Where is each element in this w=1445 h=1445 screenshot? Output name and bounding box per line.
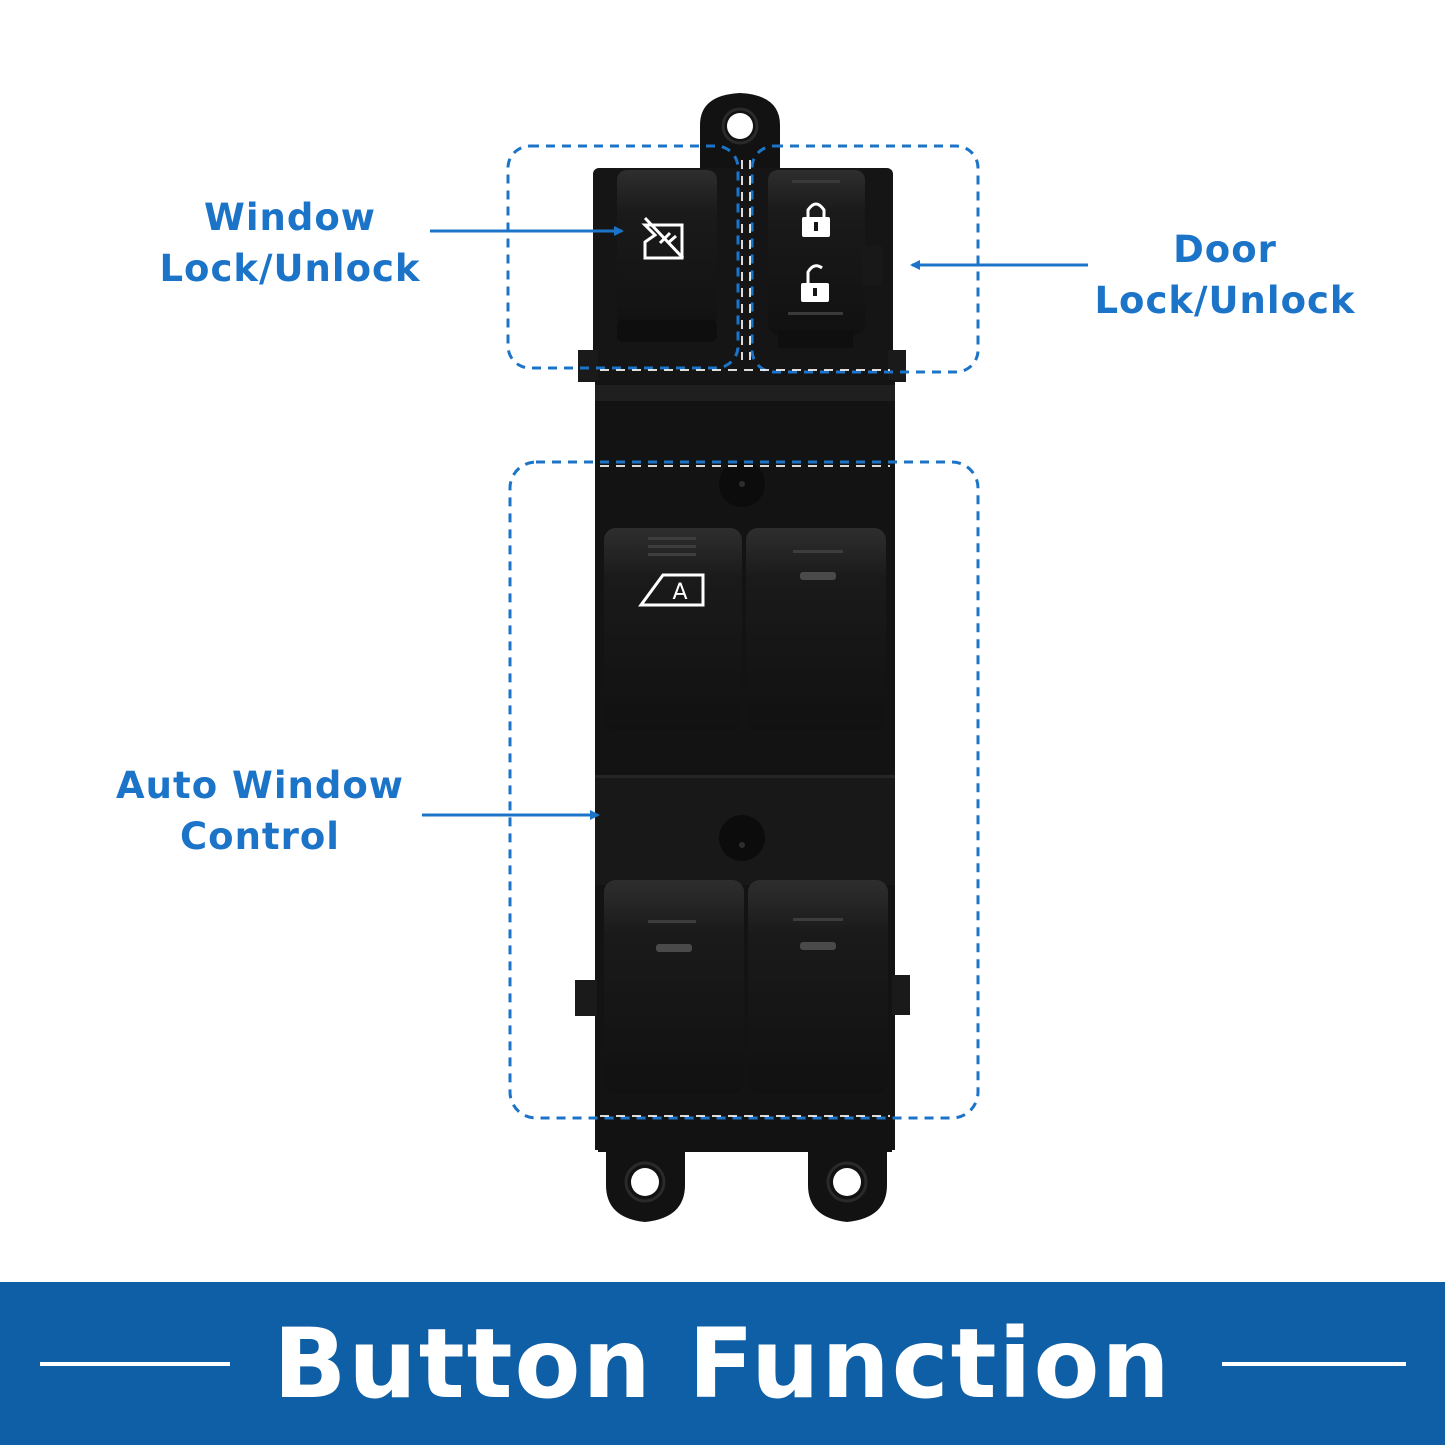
front-right-window-switch[interactable]	[746, 528, 886, 730]
window-lock-label-line1: Window	[204, 196, 376, 239]
lock-closed-icon	[802, 202, 830, 237]
auto-window-label-line1: Auto Window	[116, 764, 404, 807]
window-switch-illustration: A	[422, 93, 1088, 1222]
window-lock-label: Window Lock/Unlock	[140, 192, 440, 294]
top-mounting-tab	[700, 93, 780, 175]
banner-title: Button Function	[273, 1307, 1172, 1420]
door-lock-label: Door Lock/Unlock	[1085, 224, 1365, 326]
auto-window-icon: A	[638, 573, 705, 607]
lower-pin	[719, 815, 765, 861]
title-banner: Button Function	[0, 1282, 1445, 1445]
auto-window-label-line2: Control	[180, 815, 340, 858]
lock-open-icon	[801, 264, 829, 302]
window-lock-button[interactable]	[617, 170, 717, 342]
callout-arrows	[422, 226, 1088, 820]
rear-left-window-switch[interactable]	[604, 880, 744, 1094]
auto-window-label: Auto Window Control	[110, 760, 410, 862]
front-left-window-switch[interactable]: A	[604, 528, 742, 730]
auto-window-frame	[508, 460, 980, 1120]
auto-letter: A	[672, 580, 687, 605]
window-lock-frame	[506, 144, 740, 370]
door-lock-frame	[750, 144, 980, 374]
banner-divider-right	[1222, 1362, 1406, 1366]
door-lock-label-line2: Lock/Unlock	[1094, 279, 1356, 322]
window-lock-label-line2: Lock/Unlock	[159, 247, 421, 290]
door-lock-button[interactable]	[768, 170, 882, 348]
door-lock-label-line1: Door	[1173, 228, 1277, 271]
banner-divider-left	[40, 1362, 230, 1366]
window-lock-icon	[641, 216, 685, 260]
callout-frame-highlights	[600, 160, 890, 1117]
callout-frames	[506, 144, 980, 1120]
rear-right-window-switch[interactable]	[748, 880, 888, 1094]
